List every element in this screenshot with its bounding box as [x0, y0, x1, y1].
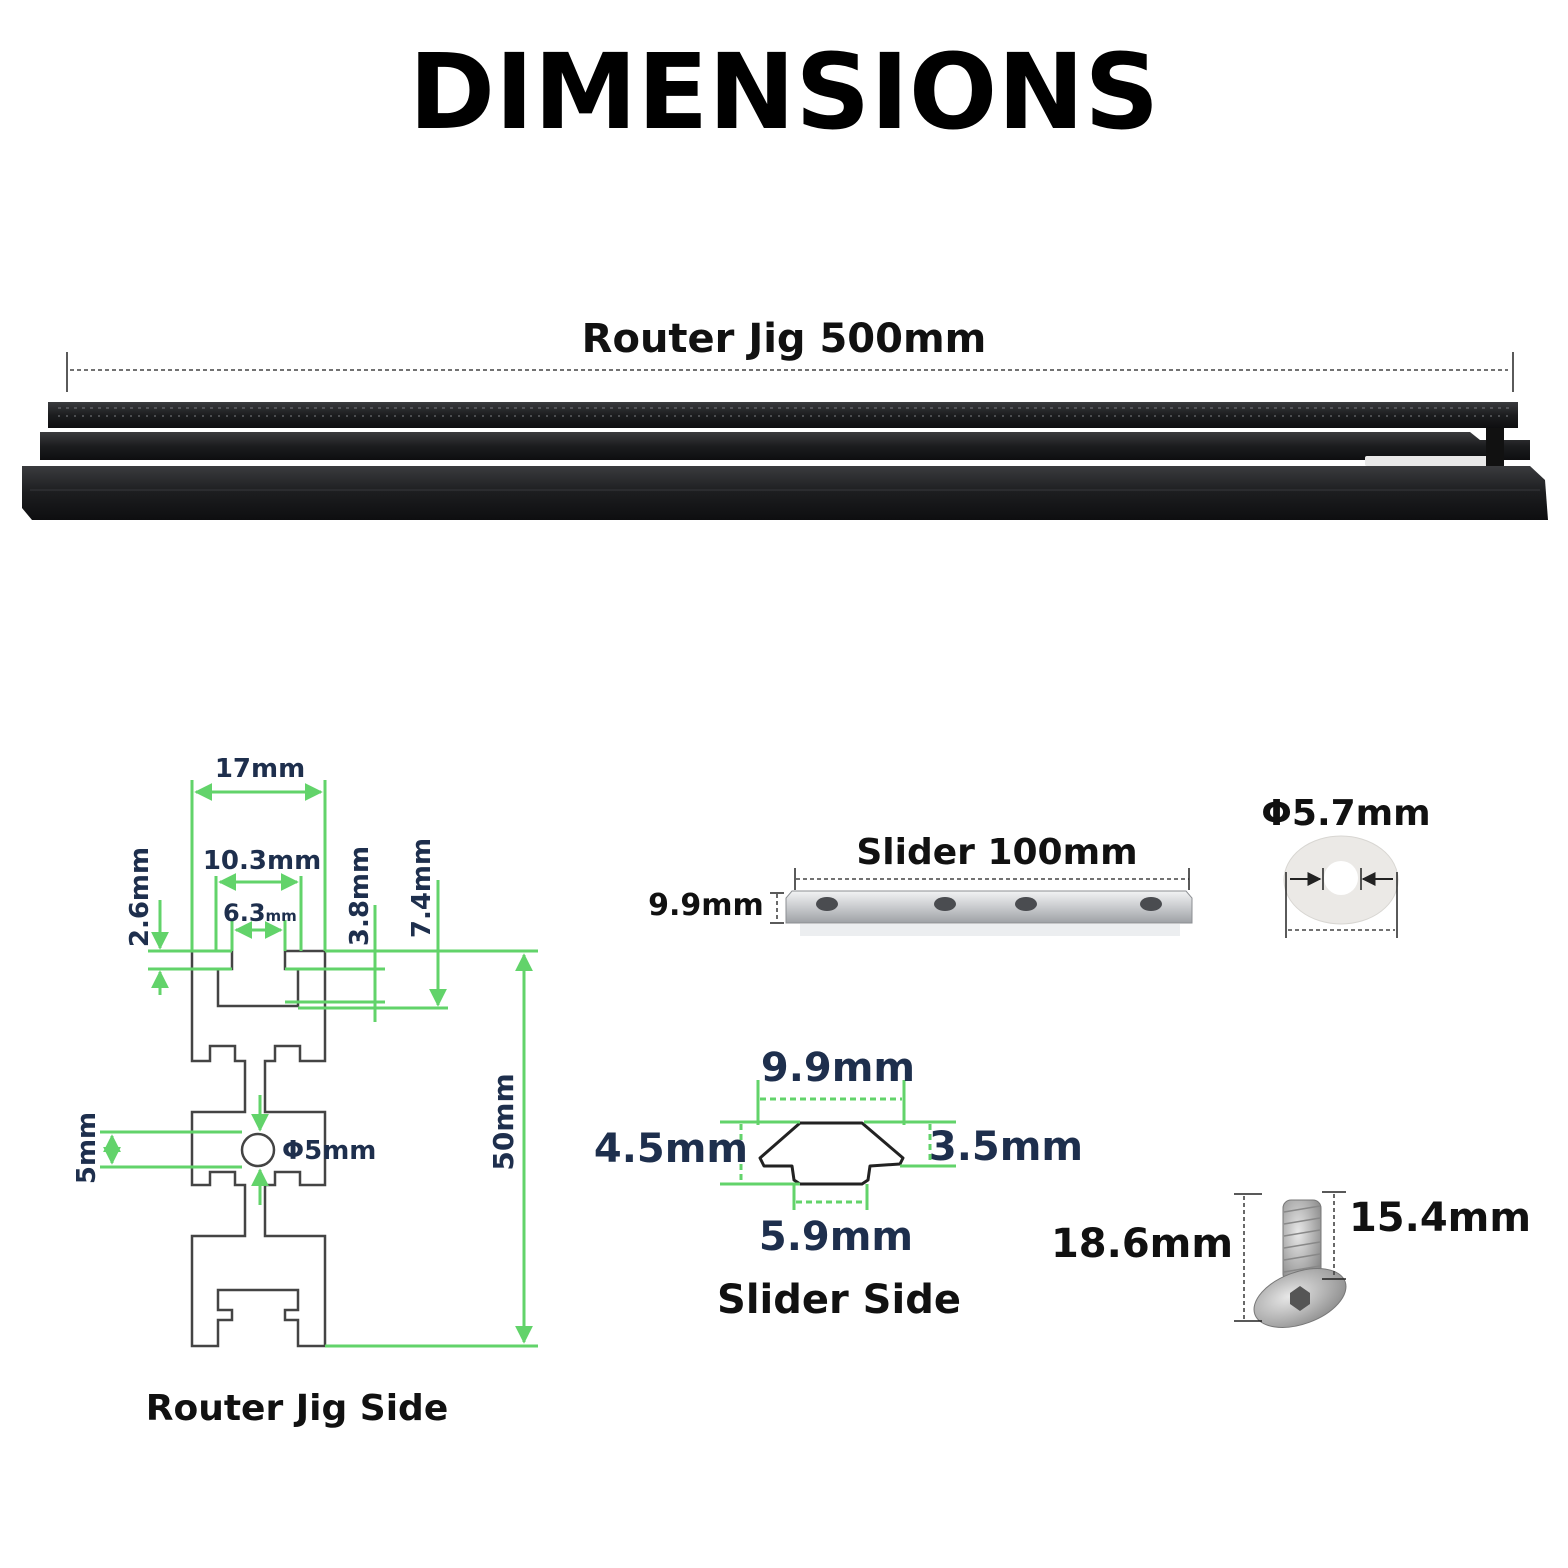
- washer: Φ5.7mm: [1261, 793, 1431, 938]
- rail-bottom-body: [22, 466, 1548, 520]
- washer-dia-label: Φ5.7mm: [1261, 793, 1430, 834]
- screw-total-length: 18.6mm: [1051, 1221, 1233, 1267]
- slider-side-bottom: 5.9mm: [759, 1214, 913, 1260]
- screw: 18.6mm 15.4mm: [1051, 1191, 1531, 1328]
- rail-top-strip: [48, 402, 1518, 428]
- slider-side-right: 3.5mm: [929, 1124, 1083, 1170]
- screw-shank-length: 15.4mm: [1349, 1195, 1531, 1241]
- slider-bar: Slider 100mm 9.9mm: [648, 832, 1193, 936]
- washer-hole: [1324, 861, 1358, 895]
- dim-slot-opening: 6.3mm: [223, 899, 297, 927]
- slider-height-label: 9.9mm: [648, 888, 764, 923]
- slider-hole-3: [1015, 897, 1037, 911]
- rail-end-slot: [1365, 456, 1500, 466]
- dim-lip-height: 2.6mm: [125, 847, 155, 947]
- screw-threads: [1283, 1205, 1321, 1273]
- page-title: DIMENSIONS: [409, 31, 1160, 153]
- slider-shadow: [800, 924, 1180, 936]
- slider-side-outline: [758, 1121, 905, 1186]
- screw-hex-socket: [1290, 1286, 1310, 1311]
- slider-hole-2: [934, 897, 956, 911]
- router-jig-length-label: Router Jig 500mm: [582, 316, 987, 362]
- rail-middle-body: [40, 432, 1530, 460]
- slider-length-label: Slider 100mm: [856, 832, 1137, 873]
- rail-ruler-marks: [58, 407, 1510, 417]
- slider-hole-1: [816, 897, 838, 911]
- slider-side-top: 9.9mm: [761, 1045, 915, 1091]
- dim-hole-dia: Φ5mm: [282, 1136, 376, 1166]
- router-jig-side-label: Router Jig Side: [146, 1388, 448, 1429]
- dim-hole-offset: 5mm: [72, 1112, 102, 1184]
- rail-end-cap: [1486, 428, 1504, 466]
- slider-side-left: 4.5mm: [594, 1126, 748, 1172]
- slider-side-label: Slider Side: [717, 1277, 961, 1323]
- dim-slot-width: 10.3mm: [203, 846, 321, 876]
- dim-width-top: 17mm: [215, 754, 305, 784]
- router-jig-hole: [240, 1132, 276, 1168]
- slider-hole-4: [1140, 897, 1162, 911]
- router-jig-side-profile: 17mm 10.3mm 6.3mm 2.6mm 3.8mm 7.4mm 5mm: [72, 754, 538, 1429]
- slider-body: [785, 890, 1193, 924]
- dim-height: 50mm: [487, 1073, 520, 1170]
- dim-slot-depth-a: 3.8mm: [345, 846, 375, 946]
- router-jig-rail: Router Jig 500mm: [22, 316, 1548, 520]
- slider-side-profile: 9.9mm 4.5mm 3.5mm 5.9mm Slider Side: [594, 1045, 1083, 1323]
- dim-slot-depth-b: 7.4mm: [407, 838, 437, 938]
